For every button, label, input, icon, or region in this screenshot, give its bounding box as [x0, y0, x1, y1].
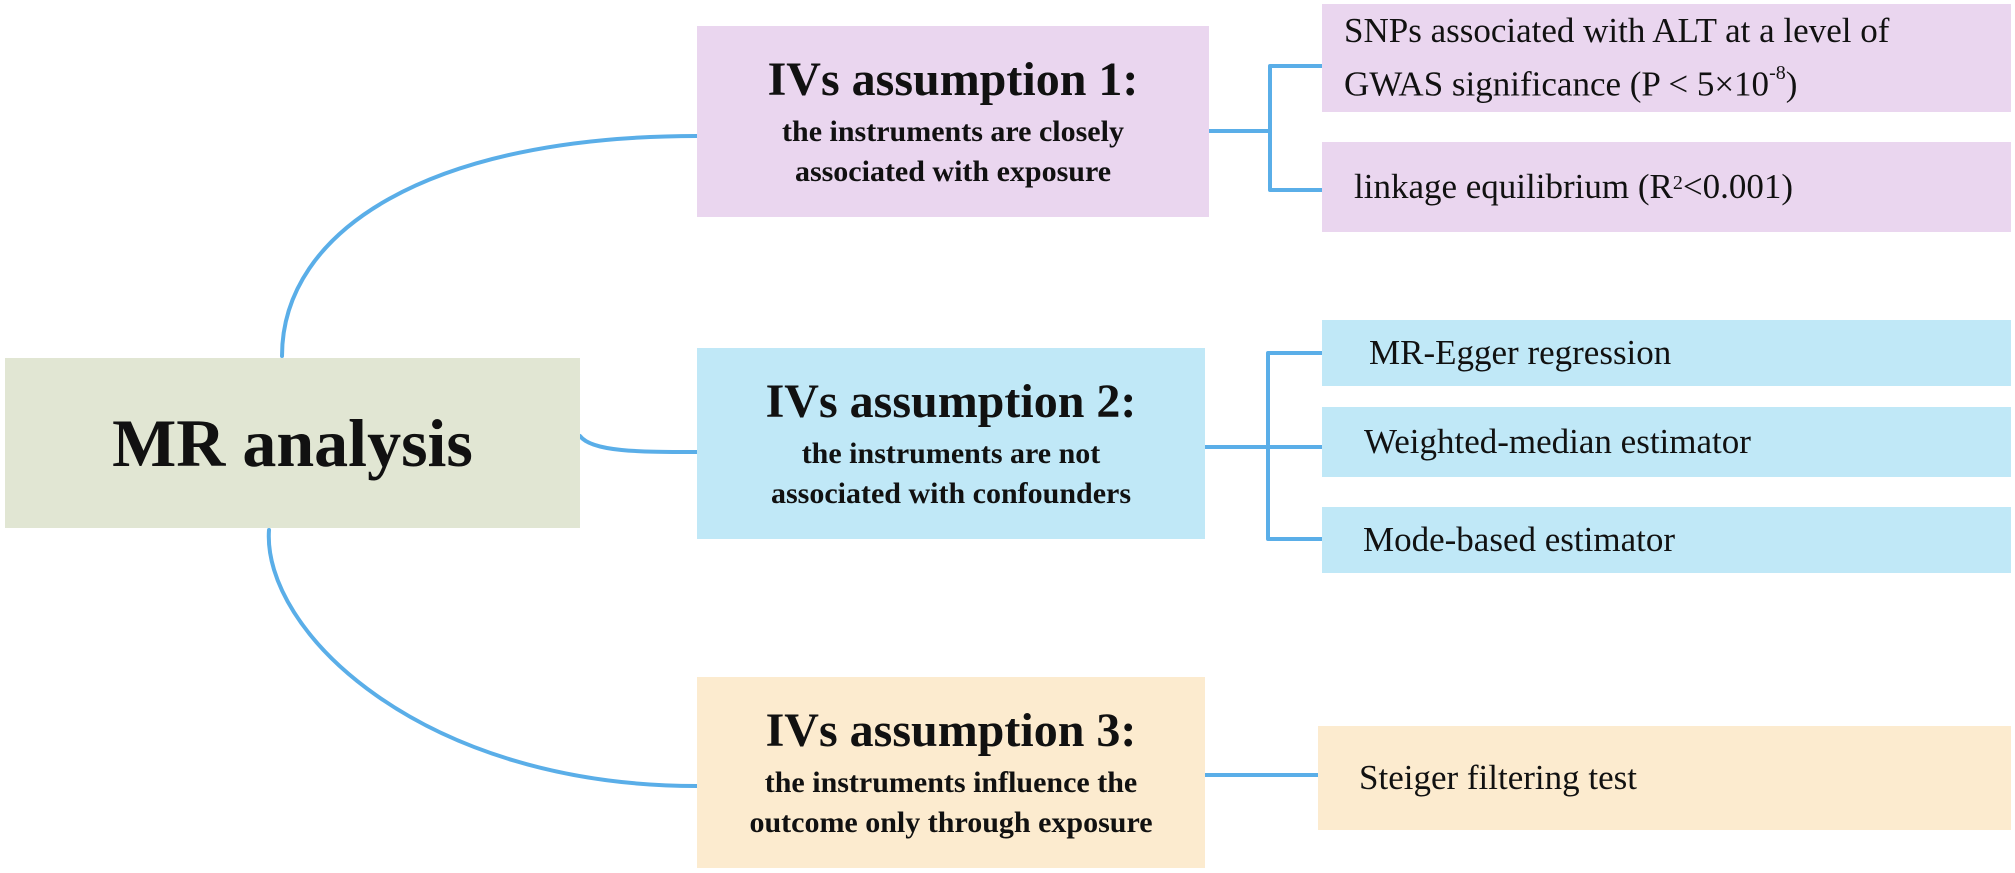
assumption-1-description: the instruments are closely associated w… [782, 112, 1124, 192]
leaf-weighted-median-label: Weighted-median estimator [1364, 422, 1751, 461]
leaf-linkage-prefix: linkage equilibrium (R [1354, 167, 1673, 206]
root-to-assumption2-curve [578, 434, 699, 454]
leaf-mr-egger-label: MR-Egger regression [1369, 333, 1672, 372]
root-to-assumption1-curve [280, 134, 699, 358]
leaf-mode-based-estimator: Mode-based estimator [1322, 507, 2011, 573]
assumption-2-desc-line1: the instruments are not [801, 436, 1101, 470]
assumption1-to-leaves-bracket [1207, 64, 1324, 192]
assumption-3-title: IVs assumption 3: [765, 703, 1137, 757]
leaf-snp-line1: SNPs associated with ALT at a level of [1344, 11, 1890, 51]
assumption-2-node: IVs assumption 2: the instruments are no… [697, 348, 1205, 539]
assumption-2-desc-line2: associated with confounders [770, 476, 1131, 510]
leaf-linkage-suffix: <0.001) [1682, 167, 1793, 206]
leaf-snp-gwas-text: SNPs associated with ALT at a level of G… [1344, 8, 1889, 108]
leaf-steiger-filtering-test: Steiger filtering test [1318, 726, 2011, 830]
leaf-weighted-median-estimator: Weighted-median estimator [1322, 407, 2011, 477]
leaf-snp-line2-prefix: GWAS significance (P < 5×10 [1344, 64, 1770, 104]
leaf-mr-egger-regression: MR-Egger regression [1322, 320, 2011, 386]
leaf-steiger-label: Steiger filtering test [1359, 758, 1637, 797]
assumption-1-desc-line1: the instruments are closely [782, 114, 1124, 148]
assumption-2-title: IVs assumption 2: [765, 374, 1137, 428]
assumption-3-node: IVs assumption 3: the instruments influe… [697, 677, 1205, 868]
leaf-linkage-exponent: 2 [1672, 172, 1683, 194]
leaf-snp-gwas-significance: SNPs associated with ALT at a level of G… [1322, 4, 2011, 112]
assumption-3-desc-line2: outcome only through exposure [749, 805, 1153, 839]
root-to-assumption3-curve [266, 528, 699, 788]
assumption-2-description: the instruments are not associated with … [771, 434, 1131, 514]
assumption-1-desc-line2: associated with exposure [794, 154, 1112, 188]
assumption-1-node: IVs assumption 1: the instruments are cl… [697, 26, 1209, 217]
leaf-mode-based-label: Mode-based estimator [1363, 520, 1675, 559]
assumption2-to-leaves-bracket [1203, 351, 1324, 541]
leaf-snp-line2: GWAS significance (P < 5×10-8) [1344, 54, 1889, 108]
root-node: MR analysis [5, 358, 580, 528]
assumption-3-desc-line1: the instruments influence the [764, 765, 1138, 799]
assumption-1-title: IVs assumption 1: [767, 52, 1139, 106]
leaf-snp-line2-suffix: ) [1785, 64, 1798, 104]
assumption-3-description: the instruments influence the outcome on… [749, 763, 1152, 843]
root-title: MR analysis [112, 404, 473, 481]
leaf-snp-exponent: -8 [1769, 62, 1786, 85]
